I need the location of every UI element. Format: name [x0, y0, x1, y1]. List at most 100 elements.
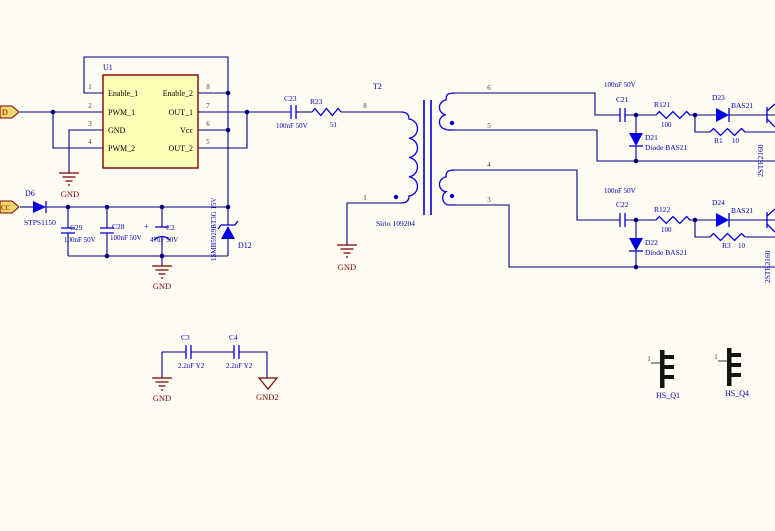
- u1-pin8-num: 8: [206, 83, 210, 91]
- c22-value: 100nF 50V: [604, 187, 636, 195]
- t2-ref: T2: [373, 82, 382, 91]
- gnd-symbol-t2[interactable]: GND: [337, 244, 357, 272]
- d24-part: BAS21: [731, 206, 753, 215]
- hs-q4-pin: 1: [714, 353, 718, 361]
- r3-value: 10: [738, 242, 746, 250]
- t2-transformer[interactable]: T2 Sirio 109204 8 1 6 5 4 3: [363, 82, 491, 228]
- c4-capacitor[interactable]: C4 2.2nF Y2: [226, 333, 253, 370]
- c2-value: 47uF 50V: [150, 236, 178, 244]
- d24-diode[interactable]: D24 BAS21: [712, 198, 753, 227]
- d6-diode[interactable]: D6 STPS1150: [24, 189, 56, 227]
- u1-pin4-num: 4: [88, 138, 92, 146]
- c22-ref: C22: [616, 200, 629, 209]
- hs-q1-label: HS_Q1: [656, 391, 680, 400]
- c2-ref: C2: [166, 223, 175, 232]
- c3-ref: C3: [181, 333, 190, 342]
- r1-ref: R1: [714, 136, 723, 145]
- primary-polarity-dot: [393, 194, 399, 200]
- c23-capacitor[interactable]: C23 100nF 50V: [276, 94, 308, 130]
- c23-ref: C23: [284, 94, 297, 103]
- gnd-label: GND: [153, 393, 171, 403]
- port-vcc[interactable]: CC: [0, 200, 20, 214]
- u1-pin5-num: 5: [206, 138, 210, 146]
- d6-ref: D6: [25, 189, 35, 198]
- r122-resistor[interactable]: R122 100: [654, 205, 691, 234]
- d21-diode[interactable]: D21 Diode BAS21: [629, 133, 688, 152]
- c22-capacitor[interactable]: 100nF 50V C22: [604, 187, 636, 227]
- c21-ref: C21: [616, 95, 629, 104]
- c2-capacitor[interactable]: + C2 47uF 50V: [144, 222, 178, 244]
- d22-part: Diode BAS21: [645, 248, 688, 257]
- gnd-symbol-ycap[interactable]: GND: [152, 377, 172, 403]
- c29-capacitor[interactable]: C29 100nF 50V: [61, 223, 96, 244]
- r121-ref: R121: [654, 100, 671, 109]
- t2-pin3: 3: [487, 196, 491, 204]
- t2-pin5: 5: [487, 122, 491, 130]
- gnd-symbol-u1[interactable]: GND: [59, 172, 79, 199]
- q2-part: 2STR2160: [763, 250, 772, 283]
- q1-transistor[interactable]: 2STR2160: [756, 103, 775, 177]
- port-pwm-d[interactable]: D: [0, 105, 20, 119]
- r122-value: 100: [661, 226, 672, 234]
- gnd2-symbol[interactable]: GND2: [256, 377, 279, 402]
- d22-ref: D22: [645, 238, 658, 247]
- wires[interactable]: [20, 56, 775, 378]
- u1-pin-gnd: GND: [108, 126, 126, 135]
- d21-part: Diode BAS21: [645, 143, 688, 152]
- d23-part: BAS21: [731, 101, 753, 110]
- c29-value: 100nF 50V: [64, 236, 96, 244]
- r3-ref: R3: [722, 241, 731, 250]
- u1-ic[interactable]: U1 1 2 3 4 8 7 6 5 Enable_1 PWM_1 GND PW…: [88, 63, 210, 169]
- r122-ref: R122: [654, 205, 671, 214]
- q1-part: 2STR2160: [756, 144, 765, 177]
- u1-pin-pwm2: PWM_2: [108, 144, 135, 153]
- u1-pin7-num: 7: [206, 102, 210, 110]
- r23-resistor[interactable]: R23 51: [310, 97, 342, 129]
- t2-pin1: 1: [363, 194, 367, 202]
- d12-zener[interactable]: D12 1SMB5929BT3G 15V: [210, 197, 252, 261]
- hs-q1-pin: 1: [647, 355, 651, 363]
- u1-pin-pwm1: PWM_1: [108, 108, 135, 117]
- gnd-label: GND: [338, 262, 356, 272]
- gnd-label: GND: [61, 189, 79, 199]
- d23-ref: D23: [712, 93, 725, 102]
- hs-q4-heatsink[interactable]: 1 HS_Q4: [714, 348, 749, 398]
- q2-transistor[interactable]: 2STR2160: [763, 208, 775, 283]
- c3-capacitor[interactable]: C3 2.2nF Y2: [178, 333, 205, 370]
- r1-resistor[interactable]: R1 10: [709, 127, 746, 146]
- d22-diode[interactable]: D22 Diode BAS21: [629, 238, 688, 257]
- r121-value: 100: [661, 121, 672, 129]
- c4-ref: C4: [229, 333, 238, 342]
- hs-q4-label: HS_Q4: [725, 389, 749, 398]
- d21-ref: D21: [645, 133, 658, 142]
- hs-q1-heatsink[interactable]: 1 HS_Q1: [647, 350, 680, 400]
- d6-part: STPS1150: [24, 218, 56, 227]
- gnd2-label: GND2: [256, 392, 279, 402]
- c28-ref: C28: [112, 222, 125, 231]
- c23-value: 100nF 50V: [276, 122, 308, 130]
- t2-pin8: 8: [363, 102, 367, 110]
- t2-pin4: 4: [487, 161, 491, 169]
- sec2-polarity-dot: [449, 193, 455, 199]
- r121-resistor[interactable]: R121 100: [654, 100, 691, 129]
- c21-capacitor[interactable]: 100nF 50V C21: [604, 81, 636, 122]
- port-vcc-label: CC: [1, 204, 11, 212]
- u1-pin-vcc: Vcc: [180, 126, 193, 135]
- r23-value: 51: [330, 121, 338, 129]
- port-pwm-d-label: D: [2, 108, 8, 117]
- d12-part: 1SMB5929BT3G 15V: [210, 197, 218, 261]
- gnd-symbol-bank[interactable]: GND: [152, 265, 172, 291]
- r3-resistor[interactable]: R3 10: [709, 232, 746, 251]
- d23-diode[interactable]: D23 BAS21: [712, 93, 753, 122]
- c2-plus: +: [144, 222, 149, 231]
- junction-dots: [50, 90, 698, 270]
- u1-pin2-num: 2: [88, 102, 92, 110]
- u1-pin-out2: OUT_2: [169, 144, 193, 153]
- u1-pin-enable2: Enable_2: [163, 89, 193, 98]
- u1-ref: U1: [103, 63, 113, 72]
- sec1-polarity-dot: [449, 120, 455, 126]
- r23-ref: R23: [310, 97, 323, 106]
- c28-capacitor[interactable]: C28 100nF 50V: [100, 222, 142, 242]
